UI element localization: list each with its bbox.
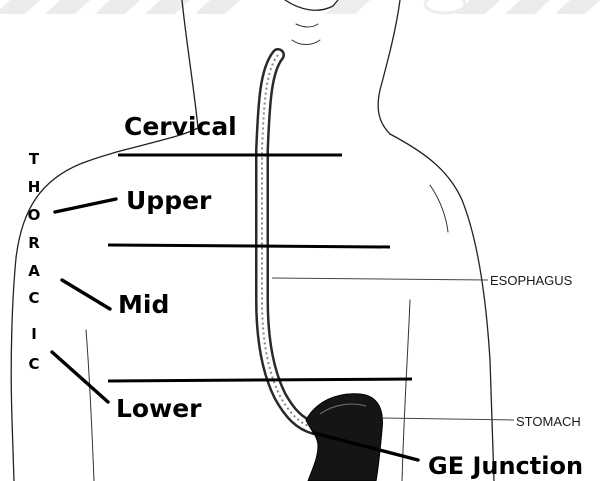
thoracic-letter: I [31, 325, 37, 343]
esophagus-leader-line [272, 278, 488, 280]
lower-pointer-line [52, 352, 108, 402]
thoracic-letter: C [28, 355, 39, 373]
cervical-label: Cervical [124, 112, 237, 141]
stomach-leader-line [382, 418, 514, 420]
ge-junction-label: GE Junction [428, 452, 583, 480]
thoracic-letter: T [29, 150, 40, 168]
stomach-label: STOMACH [516, 414, 581, 429]
stomach-shape [306, 394, 382, 481]
thoracic-letter: C [28, 289, 39, 307]
esophagus-label: ESOPHAGUS [490, 273, 573, 288]
esophagus-tube [262, 55, 314, 428]
thoracic-vertical-label: T H O R A C I C [28, 150, 41, 373]
upper-pointer-line [55, 199, 116, 212]
mid-thoracic-label: Mid [118, 290, 169, 319]
thoracic-letter: O [28, 206, 41, 224]
torso-outline [11, 0, 494, 481]
thoracic-letter: R [28, 234, 40, 252]
mid-pointer-line [62, 280, 110, 309]
mid-lower-divider [108, 379, 412, 381]
lower-thoracic-label: Lower [116, 394, 202, 423]
thoracic-letter: H [28, 178, 41, 196]
upper-mid-divider [108, 245, 390, 247]
upper-thoracic-label: Upper [126, 186, 212, 215]
thoracic-letter: A [28, 262, 40, 280]
